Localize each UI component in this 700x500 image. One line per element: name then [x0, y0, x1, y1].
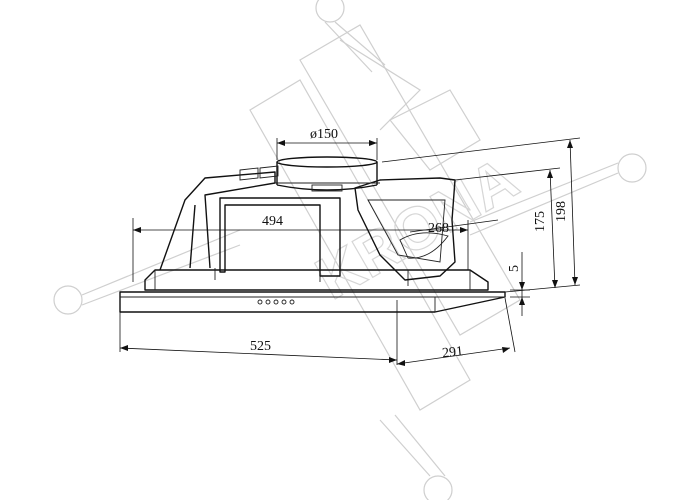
dimension-lines: [119, 137, 581, 366]
label-panel-thickness: 5: [507, 265, 522, 272]
watermark-circle-right: [617, 153, 647, 183]
label-side-depth: 268: [428, 221, 449, 236]
housing-left: [159, 171, 276, 271]
label-total-depth: 291: [441, 344, 463, 361]
dimension-labels: ø150 494 268 525 291 175 198 5: [250, 127, 569, 361]
control-buttons: [257, 299, 295, 305]
label-inner-width: 494: [262, 214, 283, 229]
duct-collar: [276, 156, 378, 192]
label-outer-width: 525: [250, 339, 271, 354]
label-duct-diameter: ø150: [310, 127, 338, 142]
watermark-circle-bottom: [423, 475, 453, 500]
label-total-height: 198: [554, 201, 569, 222]
watermark: KRONA: [53, 0, 647, 500]
watermark-circle-left: [53, 285, 83, 315]
bottom-panel: [119, 291, 506, 313]
label-body-height: 175: [533, 211, 548, 232]
housing-right: [354, 177, 456, 281]
watermark-circle-top: [315, 0, 345, 23]
front-box: [219, 197, 341, 277]
